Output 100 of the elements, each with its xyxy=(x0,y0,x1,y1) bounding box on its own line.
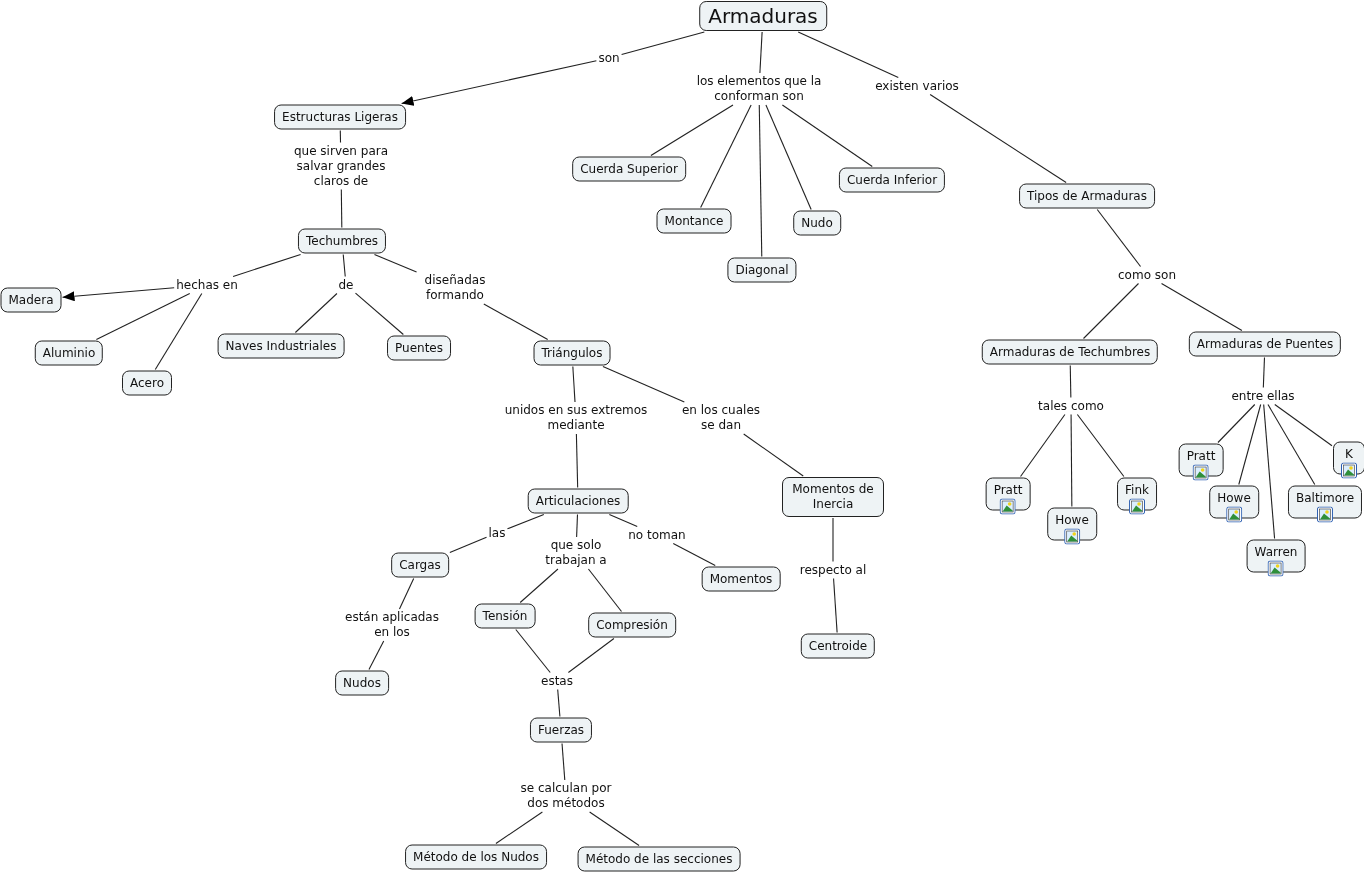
concept-label: Nudo xyxy=(801,215,833,231)
concept-label: Momentos xyxy=(709,571,773,587)
connector-line xyxy=(832,517,834,563)
concept-label: Howe xyxy=(1055,512,1089,528)
concept-box xyxy=(656,208,732,234)
connector-line xyxy=(1238,403,1262,486)
concept-label: Montance xyxy=(664,213,724,229)
connector-line xyxy=(758,104,763,258)
connector-line xyxy=(576,513,579,538)
concept-label: Método de los Nudos xyxy=(413,849,539,865)
connector-line xyxy=(929,93,1067,184)
connector-line xyxy=(340,188,343,229)
concept-label: Nudos xyxy=(343,675,381,691)
concept-box xyxy=(274,104,406,130)
concept-box xyxy=(699,1,827,31)
connector-line xyxy=(154,292,203,371)
connector-line xyxy=(561,742,566,781)
connector-line xyxy=(557,688,561,718)
connector-line xyxy=(567,637,615,674)
connector-line xyxy=(506,513,545,530)
concept-label: Momentos de Inercia xyxy=(791,482,875,512)
concept-box xyxy=(122,370,172,396)
connector-line xyxy=(1161,282,1243,332)
concept-box xyxy=(1188,331,1342,357)
concept-label: Centroide xyxy=(808,638,868,654)
concept-box xyxy=(1019,183,1155,209)
concept-box xyxy=(297,228,387,254)
concept-label: Cuerda Inferior xyxy=(846,172,938,188)
connector-line xyxy=(765,104,812,211)
connector-line xyxy=(1076,413,1125,478)
concept-label: Compresión xyxy=(596,617,668,633)
connector-line xyxy=(401,60,597,106)
connector-line xyxy=(1020,413,1066,478)
connector-line xyxy=(589,811,640,847)
concept-box xyxy=(577,846,741,872)
concept-box xyxy=(981,339,1159,365)
connector-line xyxy=(759,31,763,74)
concept-box xyxy=(217,333,345,359)
connector-line xyxy=(608,513,638,528)
concept-label: K xyxy=(1344,446,1354,462)
connector-line xyxy=(1263,403,1276,540)
connector-line xyxy=(449,536,488,554)
concept-label: Naves Industriales xyxy=(225,338,337,354)
connector-line xyxy=(368,640,385,671)
connector-line xyxy=(602,365,685,403)
connector-line xyxy=(398,577,415,610)
connector-line xyxy=(95,292,191,341)
connector-line xyxy=(1274,403,1333,447)
concept-label: Baltimore xyxy=(1296,490,1354,506)
concept-label: Madera xyxy=(8,292,54,308)
concept-label: Puentes xyxy=(395,340,443,356)
connector-line xyxy=(572,365,576,403)
connector-line xyxy=(1070,413,1073,508)
connector-line xyxy=(575,433,579,489)
concept-label: Fink xyxy=(1125,482,1149,498)
connector-line xyxy=(339,129,342,144)
concept-box xyxy=(838,167,946,193)
concept-box xyxy=(335,670,389,696)
concept-box xyxy=(782,477,884,517)
connector-line xyxy=(294,292,338,334)
concept-label: Tensión xyxy=(482,608,528,624)
concept-box xyxy=(588,612,676,638)
connector-line xyxy=(1082,282,1140,340)
concept-box xyxy=(533,340,611,366)
concept-label: Estructuras Ligeras xyxy=(282,109,398,125)
concept-label: Pratt xyxy=(993,482,1023,498)
connector-line xyxy=(797,31,899,79)
concept-box xyxy=(405,844,547,870)
concept-label: Tipos de Armaduras xyxy=(1027,188,1147,204)
concept-label: Armaduras xyxy=(708,4,818,28)
connector-line xyxy=(61,287,175,302)
concept-label: Diagonal xyxy=(735,262,789,278)
connector-line xyxy=(650,104,734,157)
concept-box xyxy=(391,552,449,578)
connector-line xyxy=(342,253,346,278)
concept-label: Fuerzas xyxy=(537,722,585,738)
connector-line xyxy=(743,433,804,477)
concept-box xyxy=(529,717,593,743)
connector-line xyxy=(1069,364,1072,399)
concept-label: Aluminio xyxy=(42,345,96,361)
concept-label: Pratt xyxy=(1186,448,1216,464)
connector-line xyxy=(587,568,623,613)
concept-box xyxy=(800,633,876,659)
connector-line xyxy=(833,577,838,634)
connector-line xyxy=(1267,403,1316,486)
concept-box xyxy=(572,156,686,182)
connector-line xyxy=(515,628,551,674)
linking-phrase: respecto al xyxy=(798,562,868,578)
concept-box xyxy=(387,335,451,361)
concept-label: Armaduras de Techumbres xyxy=(989,344,1151,360)
concept-label: Triángulos xyxy=(541,345,603,361)
connector-line xyxy=(373,253,418,273)
concept-label: Techumbres xyxy=(305,233,379,249)
concept-label: Howe xyxy=(1217,490,1251,506)
concept-label: Articulaciones xyxy=(535,493,621,509)
connector-line xyxy=(1096,208,1142,268)
concept-box xyxy=(474,603,536,629)
connector-line xyxy=(781,104,873,168)
connector-line xyxy=(1262,356,1266,389)
connector-line xyxy=(1217,403,1256,444)
